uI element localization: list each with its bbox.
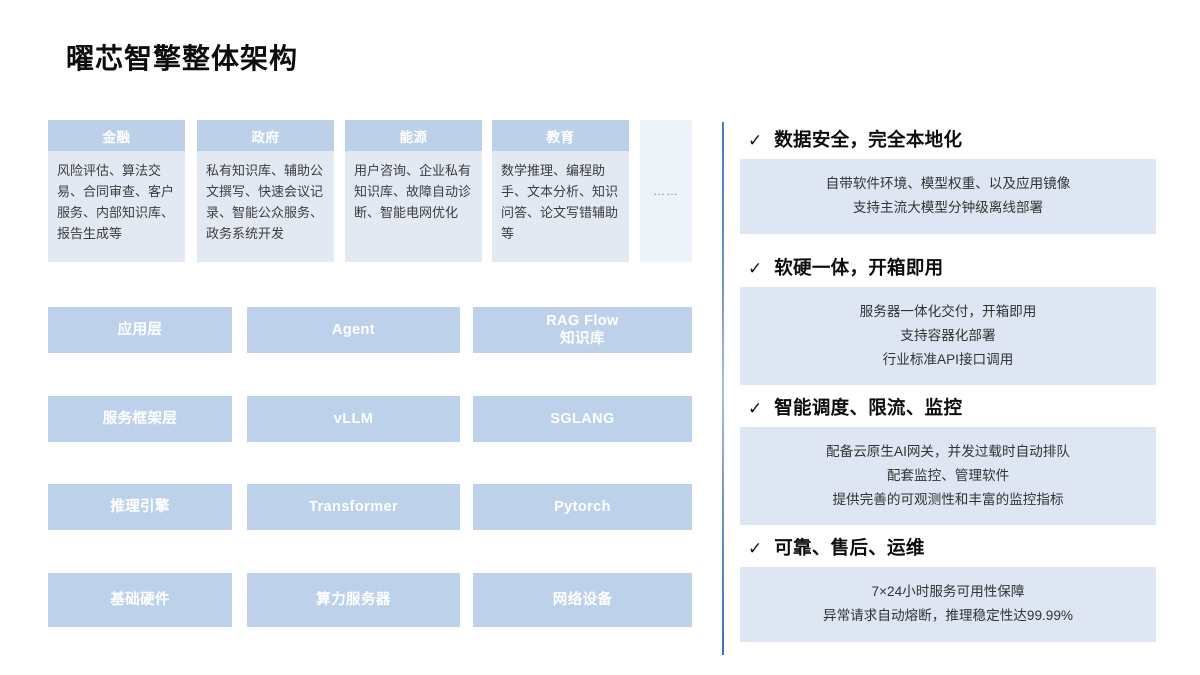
industry-card-header: 金融 (48, 120, 185, 151)
feature-block: ✓ 软硬一体，开箱即用服务器一体化交付，开箱即用支持容器化部署行业标准API接口调… (740, 254, 1156, 386)
check-icon: ✓ (748, 131, 763, 150)
stack-cell[interactable]: Transformer (247, 484, 460, 530)
feature-title: 软硬一体，开箱即用 (774, 257, 944, 278)
stack-cell[interactable]: 应用层 (48, 307, 232, 353)
feature-title: 可靠、售后、运维 (774, 537, 925, 558)
feature-panel: ✓ 数据安全，完全本地化自带软件环境、模型权重、以及应用镜像支持主流大模型分钟级离… (740, 0, 1170, 675)
feature-detail-line: 配备云原生AI网关，并发过载时自动排队 (826, 444, 1070, 459)
stack-cell[interactable]: 服务框架层 (48, 396, 232, 442)
stack-cell[interactable]: SGLANG (473, 396, 692, 442)
stack-layer-row: 服务框架层 vLLM SGLANG (48, 396, 692, 442)
feature-heading: ✓ 可靠、售后、运维 (748, 534, 1156, 560)
industry-card-body: 用户咨询、企业私有知识库、故障自动诊断、智能电网优化 (354, 163, 472, 221)
industry-card: 教育数学推理、编程助手、文本分析、知识问答、论文写错辅助等 (492, 120, 629, 262)
industry-card: 金融风险评估、算法交易、合同审查、客户服务、内部知识库、报告生成等 (48, 120, 185, 262)
architecture-panel: 金融风险评估、算法交易、合同审查、客户服务、内部知识库、报告生成等政府私有知识库… (48, 120, 692, 627)
vertical-divider (722, 122, 724, 655)
industry-card-header: 政府 (197, 120, 334, 151)
industry-card-more: …… (640, 120, 692, 262)
feature-detail-line: 自带软件环境、模型权重、以及应用镜像 (825, 176, 1071, 191)
industry-card-body: 私有知识库、辅助公文撰写、快速会议记录、智能公众服务、政务系统开发 (206, 163, 324, 242)
feature-heading: ✓ 数据安全，完全本地化 (748, 126, 1156, 152)
industry-card: 政府私有知识库、辅助公文撰写、快速会议记录、智能公众服务、政务系统开发 (197, 120, 334, 262)
industry-card-header: 能源 (345, 120, 482, 151)
feature-detail-line: 支持容器化部署 (900, 327, 996, 343)
stack-cell[interactable]: 推理引擎 (48, 484, 232, 530)
check-icon: ✓ (748, 259, 763, 278)
check-icon: ✓ (748, 539, 763, 558)
industry-card-header: 教育 (492, 120, 629, 151)
stack-cell[interactable]: 基础硬件 (48, 573, 232, 627)
feature-heading: ✓ 软硬一体，开箱即用 (748, 254, 1156, 280)
industry-card-row: 金融风险评估、算法交易、合同审查、客户服务、内部知识库、报告生成等政府私有知识库… (48, 120, 692, 262)
industry-card-body: 风险评估、算法交易、合同审查、客户服务、内部知识库、报告生成等 (57, 163, 175, 242)
feature-block: ✓ 数据安全，完全本地化自带软件环境、模型权重、以及应用镜像支持主流大模型分钟级离… (740, 126, 1156, 234)
feature-detail-box: 服务器一体化交付，开箱即用支持容器化部署行业标准API接口调用 (740, 287, 1156, 386)
feature-block: ✓ 可靠、售后、运维 7×24小时服务可用性保障异常请求自动熔断，推理稳定性达99.… (740, 534, 1156, 642)
feature-detail-box: 自带软件环境、模型权重、以及应用镜像支持主流大模型分钟级离线部署 (740, 159, 1156, 234)
stack-cell[interactable]: Agent (247, 307, 460, 353)
feature-title: 智能调度、限流、监控 (774, 397, 963, 418)
stack-cell[interactable]: vLLM (247, 396, 460, 442)
feature-detail-line: 配套监控、管理软件 (886, 467, 1010, 483)
feature-detail-line: 服务器一体化交付，开箱即用 (859, 304, 1037, 319)
stack-cell[interactable]: 网络设备 (473, 573, 692, 627)
industry-card: 能源用户咨询、企业私有知识库、故障自动诊断、智能电网优化 (345, 120, 482, 262)
industry-card-body: 数学推理、编程助手、文本分析、知识问答、论文写错辅助等 (501, 163, 619, 242)
stack-cell[interactable]: Pytorch (473, 484, 692, 530)
feature-block: ✓ 智能调度、限流、监控配备云原生AI网关，并发过载时自动排队配套监控、管理软件提… (740, 394, 1156, 526)
stack-cell[interactable]: 算力服务器 (247, 573, 460, 627)
stack-layer-row: 基础硬件算力服务器网络设备 (48, 573, 692, 627)
feature-heading: ✓ 智能调度、限流、监控 (748, 394, 1156, 420)
feature-detail-line: 支持主流大模型分钟级离线部署 (852, 199, 1044, 215)
check-icon: ✓ (748, 399, 763, 418)
ellipsis-label: …… (653, 184, 679, 198)
stack-layer-row: 推理引擎 Transformer Pytorch (48, 484, 692, 530)
feature-detail-box: 7×24小时服务可用性保障异常请求自动熔断，推理稳定性达99.99% (740, 567, 1156, 642)
feature-title: 数据安全，完全本地化 (774, 129, 963, 150)
feature-detail-line: 7×24小时服务可用性保障 (871, 584, 1025, 599)
feature-detail-line: 行业标准API接口调用 (882, 351, 1014, 367)
feature-detail-box: 配备云原生AI网关，并发过载时自动排队配套监控、管理软件提供完善的可观测性和丰富… (740, 427, 1156, 526)
feature-detail-line: 异常请求自动熔断，推理稳定性达99.99% (822, 607, 1073, 623)
page-title: 曜芯智擎整体架构 (66, 43, 299, 74)
feature-detail-line: 提供完善的可观测性和丰富的监控指标 (832, 491, 1064, 507)
